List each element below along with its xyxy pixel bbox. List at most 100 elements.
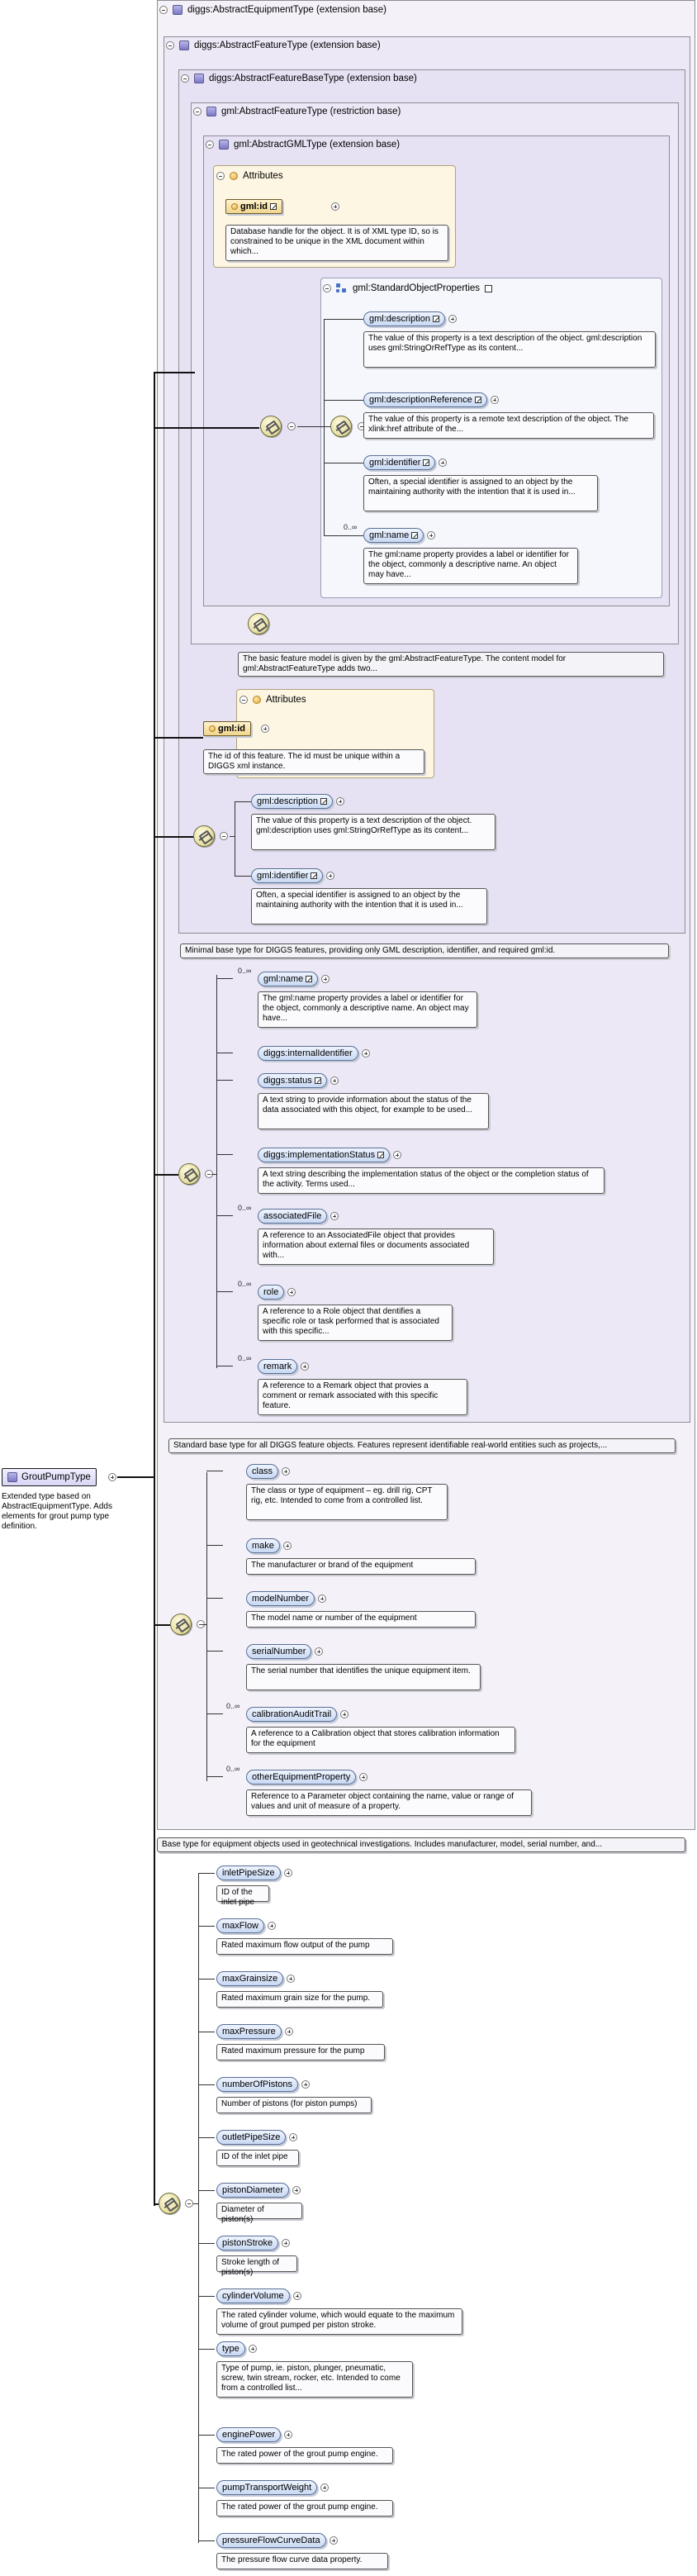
element-gml-descriptionreference[interactable]: gml:descriptionReference — [363, 392, 487, 407]
expand-icon[interactable] — [361, 1049, 370, 1057]
gml-abstract-type-header[interactable]: gml:AbstractGMLType (extension base) — [206, 137, 400, 152]
expand-icon[interactable] — [315, 1647, 324, 1656]
expand-icon[interactable] — [289, 2133, 298, 2141]
expand-icon[interactable] — [248, 2345, 257, 2353]
element-diggs-implementationstatus[interactable]: diggs:implementationStatus — [258, 1148, 391, 1162]
expand-icon[interactable] — [282, 1542, 292, 1550]
expand-icon[interactable] — [261, 725, 269, 733]
element-associatedfile[interactable]: associatedFile — [258, 1209, 328, 1224]
feature-base-attributes-header[interactable]: Attributes — [239, 692, 306, 707]
expand-icon[interactable] — [393, 1151, 402, 1159]
element-gml-identifier[interactable]: gml:identifier — [251, 868, 324, 883]
expand-icon[interactable] — [108, 1473, 116, 1481]
element-cylindervolume[interactable]: cylinderVolume — [216, 2288, 290, 2303]
element-modelnumber[interactable]: modelNumber — [246, 1591, 315, 1606]
element-diggs-internalidentifier[interactable]: diggs:internalIdentifier — [258, 1046, 358, 1061]
expand-icon[interactable] — [448, 315, 457, 323]
equipment-type-header[interactable]: diggs:AbstractEquipmentType (extension b… — [159, 2, 386, 17]
expand-icon[interactable] — [359, 1773, 368, 1781]
sequence-compositor-icon[interactable] — [260, 416, 282, 437]
element-maxpressure[interactable]: maxPressure — [216, 2024, 282, 2039]
element-serialnumber[interactable]: serialNumber — [246, 1644, 312, 1659]
root-element[interactable]: GroutPumpType — [2, 1468, 97, 1486]
feature-base-type-header[interactable]: diggs:AbstractFeatureBaseType (extension… — [181, 71, 417, 86]
element-maxgrainsize[interactable]: maxGrainsize — [216, 1971, 284, 1986]
gml-attributes-header[interactable]: Attributes — [216, 169, 283, 183]
element-gml-identifier[interactable]: gml:identifier — [363, 455, 436, 470]
expand-icon[interactable] — [321, 975, 330, 983]
expand-icon[interactable] — [330, 1077, 339, 1085]
collapse-icon[interactable] — [159, 6, 168, 14]
element-gml-description[interactable]: gml:description — [251, 794, 333, 809]
complex-type-icon — [173, 5, 183, 15]
element-numberofpistons[interactable]: numberOfPistons — [216, 2077, 298, 2092]
std-props-header[interactable]: gml:StandardObjectProperties — [323, 281, 493, 296]
expand-icon[interactable] — [427, 531, 436, 539]
expand-icon[interactable] — [301, 2080, 310, 2089]
sequence-compositor-icon[interactable] — [159, 2193, 180, 2214]
expand-icon[interactable] — [287, 1288, 296, 1296]
expand-icon[interactable] — [301, 1362, 310, 1371]
collapse-icon[interactable] — [287, 422, 296, 430]
collapse-icon[interactable] — [216, 172, 225, 180]
sequence-compositor-icon[interactable] — [193, 825, 215, 847]
element-gml-name[interactable]: gml:name — [363, 528, 424, 543]
element-inletpipesize[interactable]: inletPipeSize — [216, 1865, 281, 1880]
sequence-compositor-icon[interactable] — [170, 1614, 192, 1635]
element-diggs-status[interactable]: diggs:status — [258, 1073, 327, 1088]
collapse-icon[interactable] — [206, 140, 214, 149]
expand-icon[interactable] — [331, 202, 339, 211]
complex-type-icon — [179, 40, 189, 50]
expand-icon[interactable] — [340, 1710, 349, 1718]
expand-icon[interactable] — [283, 1869, 292, 1877]
element-otherequipmentproperty[interactable]: otherEquipmentProperty — [246, 1770, 357, 1785]
collapse-icon[interactable] — [166, 41, 174, 50]
element-outletpipesize[interactable]: outletPipeSize — [216, 2130, 287, 2145]
collapse-icon[interactable] — [181, 74, 189, 83]
feature-type-header[interactable]: diggs:AbstractFeatureType (extension bas… — [166, 38, 381, 53]
collapse-icon[interactable] — [185, 2199, 193, 2208]
element-class[interactable]: class — [246, 1464, 279, 1479]
element-remark[interactable]: remark — [258, 1359, 298, 1374]
element-calibrationaudittrail[interactable]: calibrationAuditTrail — [246, 1707, 338, 1722]
element-gml-description[interactable]: gml:description — [363, 311, 445, 326]
expand-icon[interactable] — [320, 2483, 330, 2492]
gml-feature-type-label: gml:AbstractFeatureType (restriction bas… — [221, 107, 401, 116]
expand-icon[interactable] — [292, 2292, 301, 2300]
expand-icon[interactable] — [282, 1467, 291, 1476]
expand-icon[interactable] — [329, 2536, 338, 2545]
sequence-compositor-icon[interactable] — [248, 613, 269, 634]
connector-line — [206, 1545, 223, 1546]
element-gml-name[interactable]: gml:name — [258, 972, 319, 986]
element-role[interactable]: role — [258, 1285, 285, 1300]
expand-icon[interactable] — [292, 2186, 301, 2194]
expand-icon[interactable] — [326, 872, 335, 880]
expand-icon[interactable] — [330, 1212, 339, 1220]
element-pumptransportweight[interactable]: pumpTransportWeight — [216, 2480, 318, 2495]
collapse-icon[interactable] — [220, 832, 228, 840]
expand-icon[interactable] — [287, 1975, 296, 1983]
expand-icon[interactable] — [335, 797, 344, 806]
element-enginepower[interactable]: enginePower — [216, 2427, 282, 2442]
expand-icon[interactable] — [490, 396, 499, 404]
gml-id-attribute[interactable]: gml:id — [225, 199, 282, 214]
element-type[interactable]: type — [216, 2341, 245, 2356]
feature-base-id-attr[interactable]: gml:id — [203, 721, 251, 736]
expand-icon[interactable] — [284, 2431, 293, 2439]
sequence-compositor-icon[interactable] — [330, 416, 352, 437]
expand-icon[interactable] — [439, 459, 448, 467]
collapse-icon[interactable] — [323, 284, 331, 292]
element-make[interactable]: make — [246, 1538, 280, 1553]
element-pistondiameter[interactable]: pistonDiameter — [216, 2183, 289, 2198]
gml-feature-type-header[interactable]: gml:AbstractFeatureType (restriction bas… — [193, 104, 401, 119]
collapse-icon[interactable] — [193, 107, 202, 116]
collapse-icon[interactable] — [239, 696, 248, 704]
expand-icon[interactable] — [318, 1595, 327, 1603]
expand-icon[interactable] — [284, 2027, 293, 2036]
element-maxflow[interactable]: maxFlow — [216, 1918, 265, 1933]
sequence-compositor-icon[interactable] — [178, 1163, 200, 1185]
element-pistonstroke[interactable]: pistonStroke — [216, 2236, 279, 2250]
expand-icon[interactable] — [268, 1922, 277, 1930]
expand-icon[interactable] — [282, 2239, 291, 2247]
element-pressureflowcurvedata[interactable]: pressureFlowCurveData — [216, 2533, 326, 2548]
